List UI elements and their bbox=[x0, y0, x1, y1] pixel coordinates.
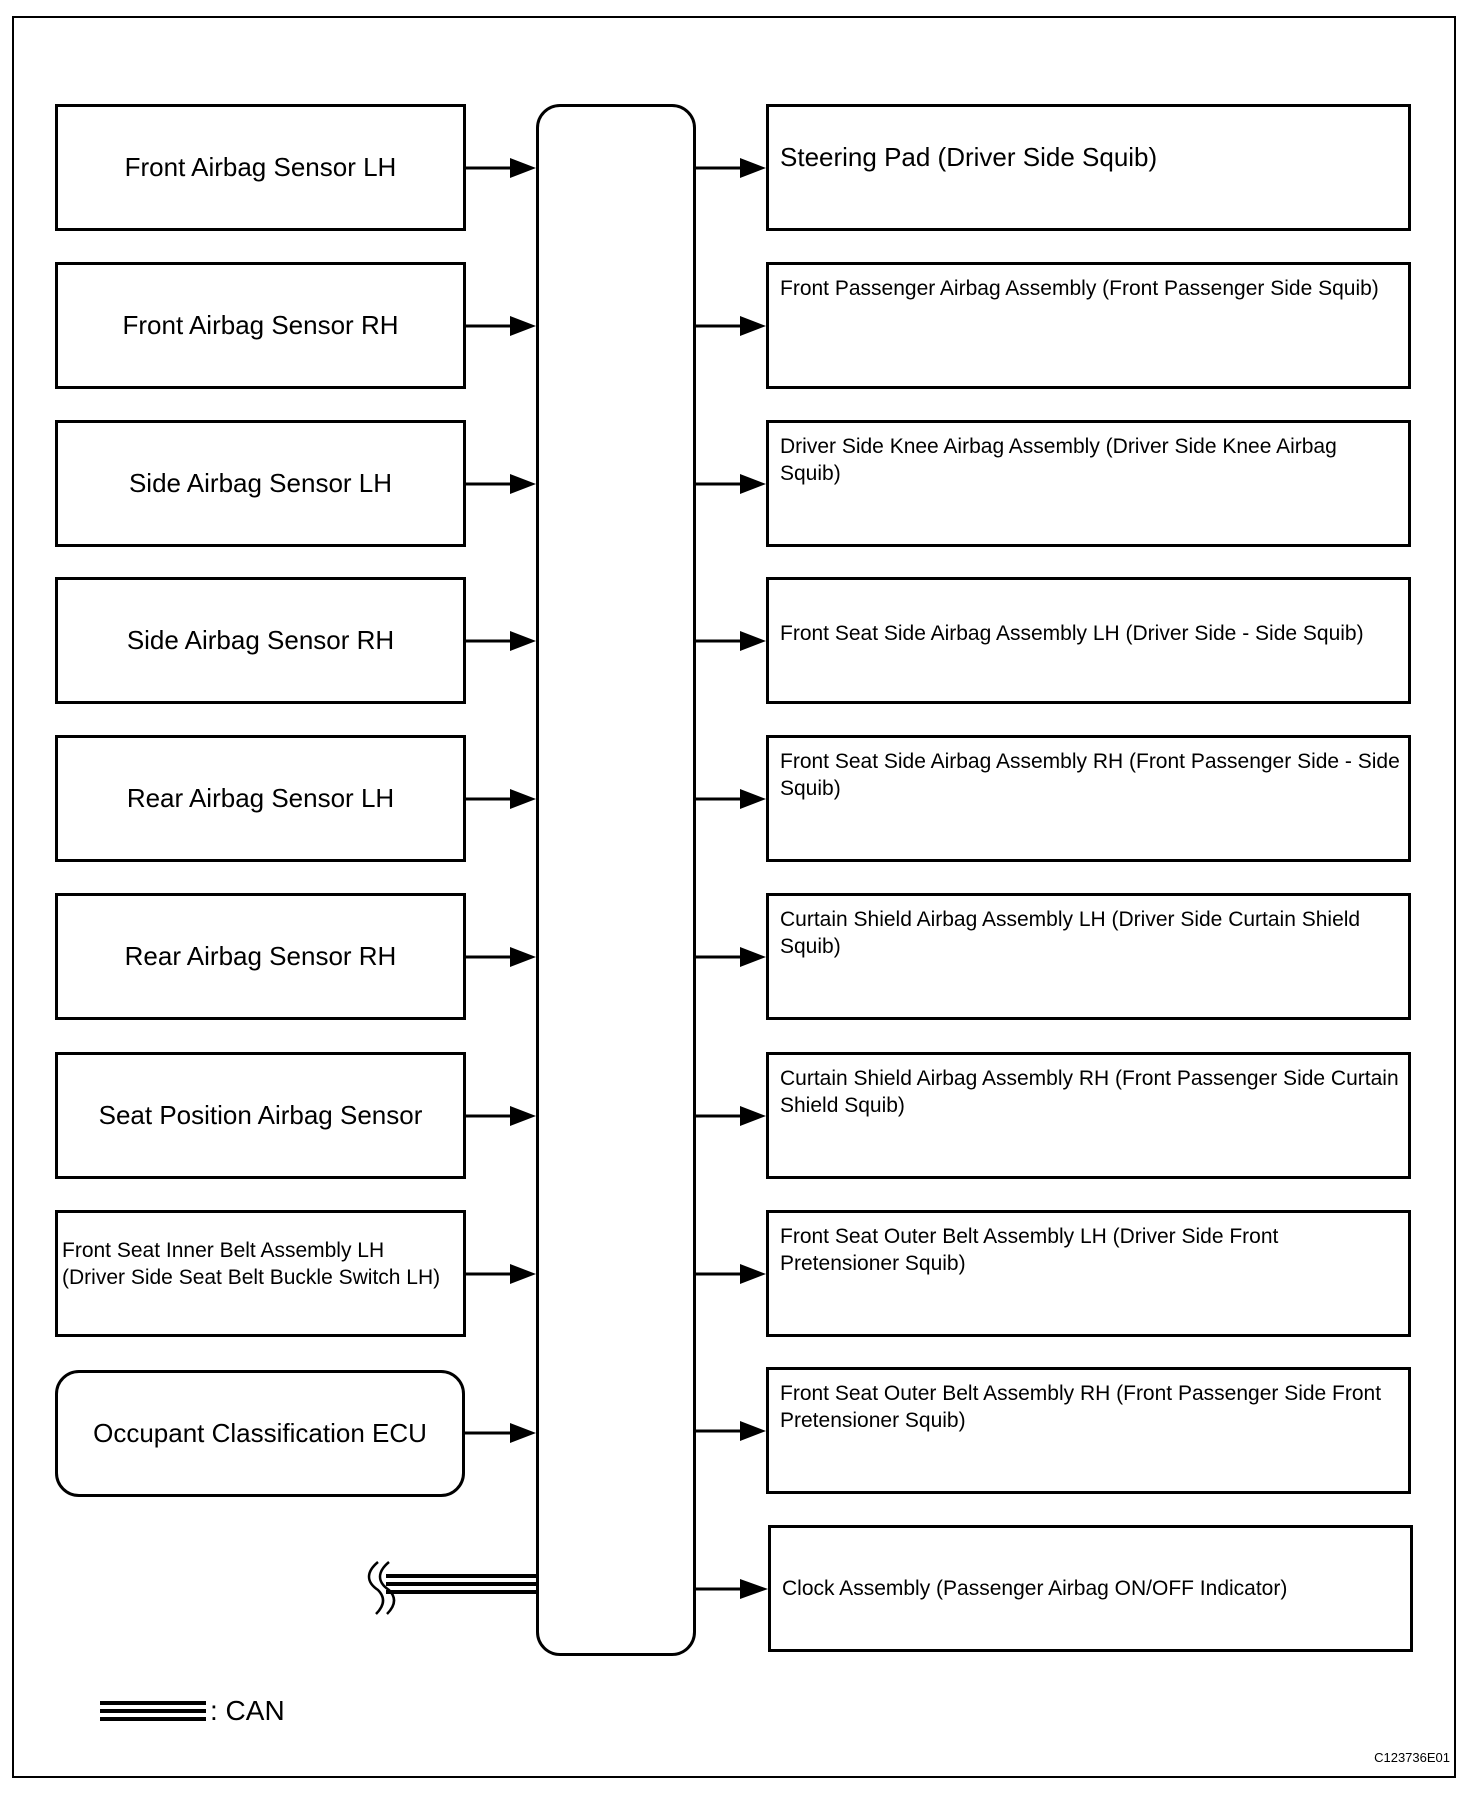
output-arrowhead-6 bbox=[740, 947, 766, 967]
input-arrowhead-4 bbox=[510, 631, 536, 651]
input-box-side-airbag-sensor-lh: Side Airbag Sensor LH bbox=[55, 420, 466, 547]
output-arrowhead-10 bbox=[740, 1579, 768, 1599]
input-box-front-airbag-sensor-rh: Front Airbag Sensor RH bbox=[55, 262, 466, 389]
output-box-front-seat-outer-belt-rh: Front Seat Outer Belt Assembly RH (Front… bbox=[766, 1367, 1411, 1494]
output-arrowhead-2 bbox=[740, 316, 766, 336]
input-arrowhead-9 bbox=[510, 1423, 536, 1443]
output-box-front-seat-side-airbag-rh: Front Seat Side Airbag Assembly RH (Fron… bbox=[766, 735, 1411, 862]
output-label: Driver Side Knee Airbag Assembly (Driver… bbox=[780, 435, 1337, 485]
output-label: Curtain Shield Airbag Assembly RH (Front… bbox=[780, 1067, 1399, 1117]
output-label: Front Seat Outer Belt Assembly LH (Drive… bbox=[780, 1225, 1279, 1275]
output-box-front-seat-outer-belt-lh: Front Seat Outer Belt Assembly LH (Drive… bbox=[766, 1210, 1411, 1337]
input-arrowhead-7 bbox=[510, 1106, 536, 1126]
output-label: Steering Pad (Driver Side Squib) bbox=[780, 142, 1158, 172]
input-label: Side Airbag Sensor LH bbox=[128, 468, 393, 498]
input-box-seat-position-airbag-sensor: Seat Position Airbag Sensor bbox=[55, 1052, 466, 1179]
diagram-frame bbox=[12, 16, 1456, 1778]
input-box-rear-airbag-sensor-rh: Rear Airbag Sensor RH bbox=[55, 893, 466, 1020]
figure-code: C123736E01 bbox=[1374, 1750, 1450, 1765]
output-box-driver-knee-airbag: Driver Side Knee Airbag Assembly (Driver… bbox=[766, 420, 1411, 547]
input-arrowhead-5 bbox=[510, 789, 536, 809]
output-arrowhead-7 bbox=[740, 1106, 766, 1126]
input-label: Front Airbag Sensor LH bbox=[124, 152, 397, 182]
output-arrowhead-8 bbox=[740, 1264, 766, 1284]
input-label: Rear Airbag Sensor LH bbox=[126, 783, 395, 813]
output-label: Front Passenger Airbag Assembly (Front P… bbox=[780, 277, 1379, 300]
input-label-line1: Front Seat Inner Belt Assembly LH bbox=[62, 1239, 385, 1262]
input-arrowhead-3 bbox=[510, 474, 536, 494]
output-box-front-seat-side-airbag-lh: Front Seat Side Airbag Assembly LH (Driv… bbox=[766, 577, 1411, 704]
output-arrowhead-5 bbox=[740, 789, 766, 809]
output-arrowhead-9 bbox=[740, 1421, 766, 1441]
can-legend-symbol bbox=[100, 1696, 206, 1726]
input-label: Rear Airbag Sensor RH bbox=[124, 941, 397, 971]
can-bus-line bbox=[386, 1574, 536, 1594]
output-arrowhead-3 bbox=[740, 474, 766, 494]
can-break-mark bbox=[367, 1561, 396, 1615]
input-arrowhead-8 bbox=[510, 1264, 536, 1284]
output-label: Front Seat Side Airbag Assembly RH (Fron… bbox=[780, 750, 1400, 800]
input-label: Seat Position Airbag Sensor bbox=[98, 1100, 423, 1130]
output-box-clock-assembly: Clock Assembly (Passenger Airbag ON/OFF … bbox=[768, 1525, 1413, 1652]
output-arrowhead-1 bbox=[740, 158, 766, 178]
input-arrowhead-2 bbox=[510, 316, 536, 336]
input-label: Side Airbag Sensor RH bbox=[126, 625, 395, 655]
input-arrowhead-1 bbox=[510, 158, 536, 178]
input-label-line2: (Driver Side Seat Belt Buckle Switch LH) bbox=[62, 1266, 441, 1289]
output-box-curtain-shield-airbag-rh: Curtain Shield Airbag Assembly RH (Front… bbox=[766, 1052, 1411, 1179]
airbag-sensor-assembly-ecu bbox=[536, 104, 696, 1656]
output-label: Front Seat Outer Belt Assembly RH (Front… bbox=[780, 1382, 1382, 1432]
output-label: Front Seat Side Airbag Assembly LH (Driv… bbox=[780, 622, 1364, 645]
input-box-front-airbag-sensor-lh: Front Airbag Sensor LH bbox=[55, 104, 466, 231]
input-box-side-airbag-sensor-rh: Side Airbag Sensor RH bbox=[55, 577, 466, 704]
input-label: Front Airbag Sensor RH bbox=[122, 310, 399, 340]
input-label: Occupant Classification ECU bbox=[93, 1418, 427, 1448]
input-arrowhead-6 bbox=[510, 947, 536, 967]
output-label: Clock Assembly (Passenger Airbag ON/OFF … bbox=[782, 1577, 1288, 1600]
input-box-occupant-classification-ecu: Occupant Classification ECU bbox=[55, 1370, 465, 1497]
output-box-steering-pad: Steering Pad (Driver Side Squib) bbox=[766, 104, 1411, 231]
legend: : CAN bbox=[100, 1692, 285, 1730]
legend-label: : CAN bbox=[210, 1695, 285, 1726]
output-label: Curtain Shield Airbag Assembly LH (Drive… bbox=[780, 908, 1361, 958]
output-arrowhead-4 bbox=[740, 631, 766, 651]
input-box-rear-airbag-sensor-lh: Rear Airbag Sensor LH bbox=[55, 735, 466, 862]
output-box-curtain-shield-airbag-lh: Curtain Shield Airbag Assembly LH (Drive… bbox=[766, 893, 1411, 1020]
input-box-front-seat-inner-belt-lh: Front Seat Inner Belt Assembly LH (Drive… bbox=[55, 1210, 466, 1337]
output-box-front-passenger-airbag: Front Passenger Airbag Assembly (Front P… bbox=[766, 262, 1411, 389]
